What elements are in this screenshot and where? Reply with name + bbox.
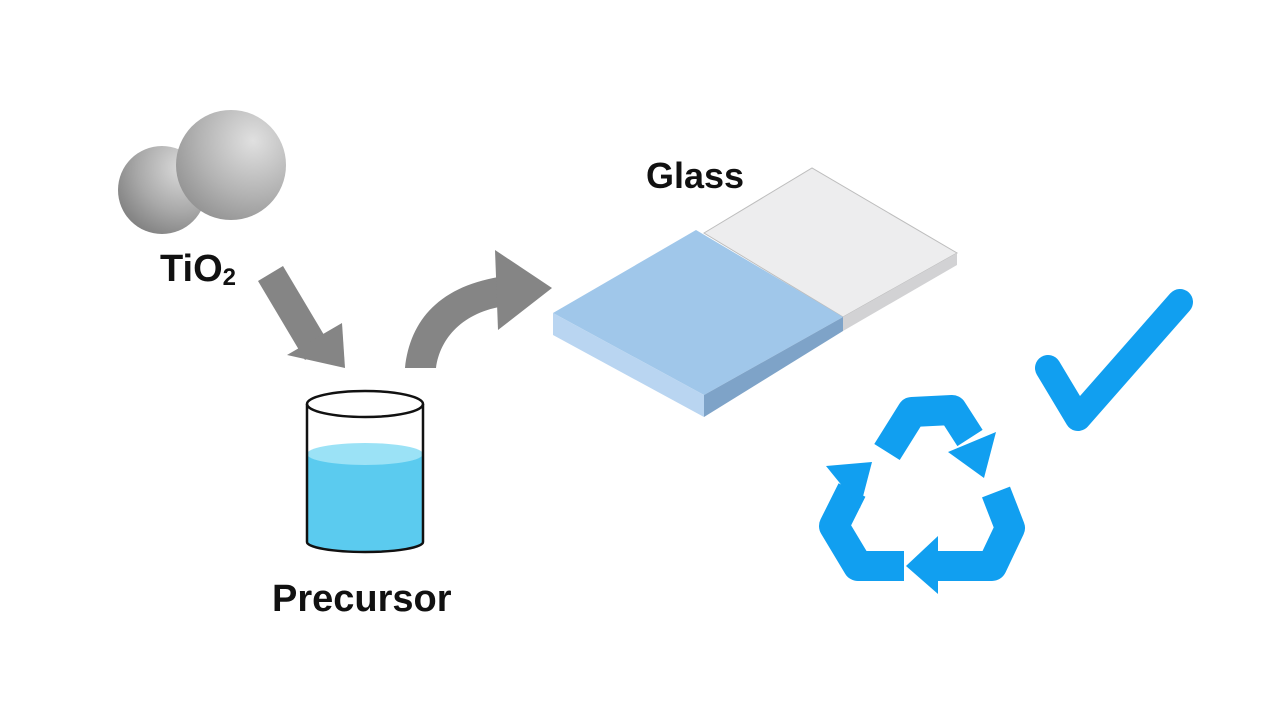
beaker-liquid-surface xyxy=(307,443,423,465)
arrow-tio2-to-precursor xyxy=(258,266,345,368)
tio2-label-subscript: 2 xyxy=(222,264,236,291)
beaker-liquid xyxy=(307,454,423,552)
particle-large xyxy=(176,110,286,220)
recycle-arrow-left xyxy=(819,462,904,581)
recycle-arrow-top xyxy=(874,395,996,478)
coating-top-face xyxy=(553,230,843,395)
coating-left-face xyxy=(553,313,704,417)
glass-label: Glass xyxy=(646,155,745,196)
beaker-icon xyxy=(305,389,425,554)
recycle-icon xyxy=(819,395,1025,594)
arrow-precursor-to-glass xyxy=(405,250,552,368)
checkmark-icon xyxy=(1035,289,1193,431)
glass-front-face xyxy=(843,253,957,331)
precursor-label: Precursor xyxy=(272,578,452,620)
tio2-particles-icon xyxy=(118,110,286,234)
beaker-glass xyxy=(305,404,425,554)
arrow-head-straight xyxy=(287,323,345,368)
tio2-label-main: TiO xyxy=(160,248,223,290)
glass-slide-icon xyxy=(553,167,959,417)
beaker-rim xyxy=(305,389,425,419)
arrow-shaft-straight xyxy=(258,266,330,360)
recycle-arrow-right xyxy=(906,486,1025,594)
tio2-label: TiO2 xyxy=(160,248,236,292)
arrow-shaft-curved xyxy=(405,276,505,368)
arrow-head-curved xyxy=(495,250,552,330)
coating-right-face xyxy=(704,317,843,417)
